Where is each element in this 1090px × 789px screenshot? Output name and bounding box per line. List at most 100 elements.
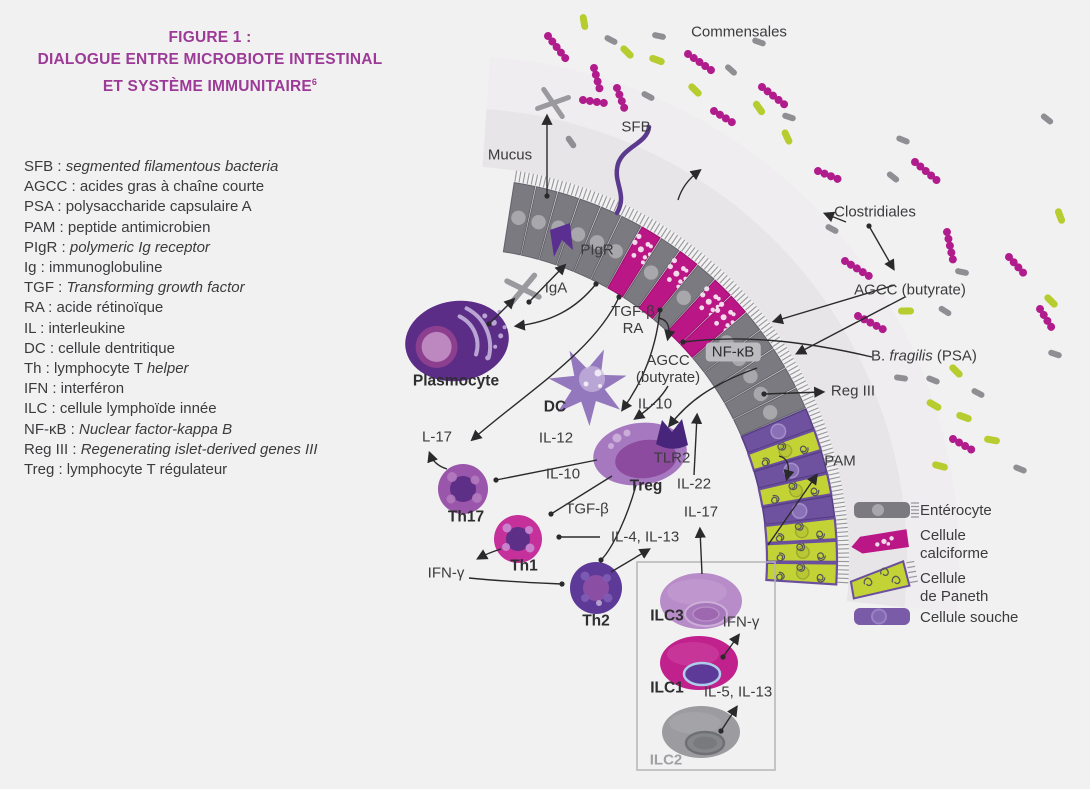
bacterium-rod-gray bbox=[955, 268, 969, 276]
brush-border-tick bbox=[795, 380, 807, 387]
brush-border-tick bbox=[819, 439, 831, 444]
brush-border-tick bbox=[660, 227, 668, 238]
abbreviation-item: TGF : Transforming growth factor bbox=[24, 279, 245, 297]
ilc-group-box bbox=[636, 561, 776, 771]
brush-border-tick bbox=[691, 249, 699, 260]
treg-to-th1-line bbox=[550, 475, 613, 515]
bacterium-rod-lime bbox=[620, 45, 634, 59]
brush-border-tick bbox=[827, 468, 839, 472]
treg-cell bbox=[593, 419, 688, 486]
brush-border-tick bbox=[731, 286, 740, 296]
label-iga: IgA bbox=[544, 279, 568, 297]
mucin-speckle bbox=[631, 252, 637, 258]
bacterium-chain bbox=[590, 64, 604, 93]
brush-border-tick bbox=[631, 210, 639, 221]
brush-border-tick bbox=[624, 206, 631, 218]
bacterium-rod-gray bbox=[825, 224, 839, 234]
brush-border-tick bbox=[639, 214, 646, 225]
cell-nucleus bbox=[783, 462, 800, 479]
brush-border-tick bbox=[783, 357, 794, 365]
th2-cell bbox=[570, 562, 622, 614]
brush-border-tick bbox=[671, 234, 679, 245]
bacterium-chain bbox=[1036, 305, 1056, 331]
brush-border-tick bbox=[582, 188, 588, 200]
epithelium-to-th17-arrow bbox=[470, 296, 620, 442]
mucin-speckle bbox=[704, 286, 710, 292]
brush-border-tick bbox=[554, 179, 559, 191]
brush-border-tick bbox=[681, 242, 689, 252]
bacterium-chain bbox=[814, 167, 842, 183]
label-il10-b: IL-10 bbox=[545, 465, 581, 483]
brush-border-tick bbox=[760, 322, 771, 331]
abbreviation-item: SFB : segmented filamentous bacteria bbox=[24, 158, 279, 175]
label-ifng-left: IFN-γ bbox=[427, 564, 465, 582]
brush-border-tick bbox=[763, 325, 773, 334]
agcc-to-epithelium-arrow-1 bbox=[771, 284, 896, 325]
brush-border-tick bbox=[694, 252, 703, 262]
clostridiales-down-arrow bbox=[868, 225, 895, 271]
brush-border-tick bbox=[837, 577, 849, 580]
bacterium-rod-gray bbox=[752, 37, 766, 47]
bacterium-rod-gray bbox=[1048, 349, 1062, 359]
brush-border-tick bbox=[837, 581, 849, 584]
mucin-speckle bbox=[710, 307, 715, 313]
brush-border-tick bbox=[562, 181, 568, 193]
brush-border-tick bbox=[779, 350, 790, 358]
granule-squiggle bbox=[799, 445, 809, 455]
bacterium-rod-lime bbox=[898, 307, 914, 315]
bacterium-rod-lime bbox=[688, 83, 702, 97]
ilc2-il5-arrow bbox=[720, 705, 738, 732]
mucin-speckle bbox=[714, 307, 721, 313]
brush-border-tick bbox=[834, 509, 846, 513]
brush-border-tick bbox=[725, 280, 734, 290]
label-ilc3: ILC3 bbox=[650, 607, 684, 625]
bacterium-rod-gray bbox=[565, 135, 577, 149]
regiii-arrow bbox=[763, 386, 826, 398]
brush-border-tick bbox=[728, 283, 737, 293]
plasmocyte-cell bbox=[405, 300, 509, 382]
bacterium-rod-lime bbox=[956, 411, 972, 423]
brush-border-tick bbox=[558, 180, 563, 192]
brush-border-tick bbox=[824, 455, 836, 460]
brush-border-tick bbox=[830, 484, 842, 488]
brush-border-tick bbox=[710, 266, 719, 276]
mucin-speckle bbox=[637, 246, 644, 253]
brush-border-tick bbox=[781, 354, 792, 361]
brush-border-tick bbox=[534, 174, 539, 186]
brush-border-tick bbox=[716, 271, 725, 281]
brush-border-tick bbox=[530, 173, 534, 185]
brush-border-tick bbox=[750, 309, 760, 318]
nfkb-to-tlr2-arrow bbox=[667, 367, 758, 428]
legend-swatch-souche bbox=[854, 608, 910, 625]
mucin-speckle bbox=[642, 255, 648, 260]
mucin-speckle bbox=[731, 312, 736, 317]
abbreviation-item: PSA : polysaccharide capsulaire A bbox=[24, 198, 252, 216]
bacterium-chain bbox=[579, 96, 608, 107]
brush-border-tick bbox=[758, 319, 768, 327]
granule-squiggle bbox=[761, 457, 770, 467]
brush-border-tick bbox=[667, 232, 675, 243]
commensal-bacteria-group bbox=[544, 14, 1066, 474]
brush-border-tick bbox=[815, 427, 827, 432]
label-il17: IL-17 bbox=[683, 503, 719, 521]
brush-border-tick bbox=[546, 177, 551, 189]
brush-border-tick bbox=[550, 178, 555, 190]
th17-cell bbox=[438, 464, 488, 514]
label-ilc2: ILC2 bbox=[649, 751, 683, 769]
brush-border-tick bbox=[684, 244, 693, 255]
brush-border-tick bbox=[816, 431, 828, 436]
brush-border-tick bbox=[812, 419, 824, 425]
brush-border-tick bbox=[830, 480, 842, 484]
bacterium-rod-lime bbox=[932, 461, 948, 471]
bfragilis-line bbox=[682, 338, 873, 358]
brush-border-tick bbox=[747, 305, 757, 314]
dendritic-cell bbox=[548, 349, 627, 426]
brush-border-tick bbox=[814, 423, 825, 429]
label-pam: PAM bbox=[824, 452, 856, 470]
label-pigr: PIgR bbox=[580, 241, 614, 259]
label-treg: Treg bbox=[629, 477, 663, 495]
bacterium-rod-gray bbox=[1013, 464, 1027, 474]
brush-border-tick bbox=[833, 501, 845, 505]
brush-border-tick bbox=[609, 199, 616, 211]
mucin-speckle bbox=[714, 320, 719, 326]
